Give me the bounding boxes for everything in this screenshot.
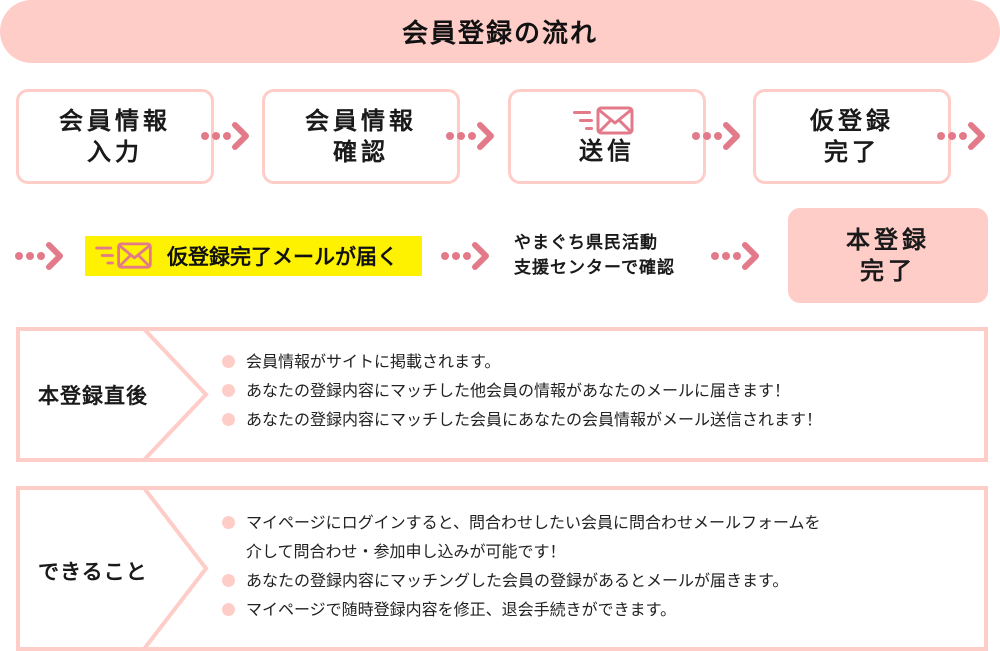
step-full-registration-complete: 本登録 完了 — [788, 208, 988, 303]
dotted-arrow-right-icon — [15, 242, 63, 270]
dotted-arrow-right-icon — [692, 122, 740, 150]
step-label-line: 仮登録 — [810, 106, 894, 135]
info-list: マイページにログインすると、問合わせしたい会員に問合わせメールフォームを 介して… — [222, 508, 821, 624]
dotted-arrow-right-icon — [711, 242, 759, 270]
mail-send-icon — [95, 242, 152, 269]
bullet-dot-icon — [222, 516, 235, 529]
dotted-arrow-right-icon — [937, 122, 985, 150]
step-label-line: 本登録 — [846, 225, 930, 254]
bullet-dot-icon — [222, 413, 235, 426]
step-label-line: 会員情報 — [305, 106, 417, 135]
info-section-what-you-can-do: できること マイページにログインすると、問合わせしたい会員に問合わせメールフォー… — [16, 486, 988, 651]
list-item-text-continued: 介して問合わせ・参加申し込みが可能です！ — [246, 542, 566, 561]
dotted-arrow-right-icon — [441, 242, 489, 270]
bullet-dot-icon — [222, 574, 235, 587]
list-item-text: 会員情報がサイトに掲載されます。 — [246, 352, 501, 371]
info-list: 会員情報がサイトに掲載されます。 あなたの登録内容にマッチした他会員の情報があな… — [222, 347, 822, 434]
step-label-line: 完了 — [824, 137, 880, 166]
step-provisional-registration-complete: 仮登録 完了 — [753, 89, 951, 184]
step-label-line: 入力 — [87, 137, 143, 166]
list-item-text: あなたの登録内容にマッチした他会員の情報があなたのメールに届きます！ — [246, 381, 791, 400]
bullet-dot-icon — [222, 603, 235, 616]
list-item: マイページで随時登録内容を修正、退会手続きができます。 — [222, 595, 821, 624]
confirm-text-line: 支援センターで確認 — [514, 258, 675, 278]
bullet-dot-icon — [222, 355, 235, 368]
list-item: 会員情報がサイトに掲載されます。 — [222, 347, 822, 376]
list-item-text: あなたの登録内容にマッチした会員にあなたの会員情報がメール送信されます！ — [246, 410, 823, 429]
mail-notice-text: 仮登録完了メールが届く — [167, 245, 398, 269]
chevron-divider — [143, 490, 209, 647]
confirm-text-line: やまぐち県民活動 — [514, 233, 658, 253]
mail-send-icon — [573, 106, 634, 135]
section-label: できること — [38, 560, 148, 584]
list-item: マイページにログインすると、問合わせしたい会員に問合わせメールフォームを 介して… — [222, 508, 821, 566]
provisional-mail-notice: 仮登録完了メールが届く — [85, 236, 422, 276]
step-label-line: 送信 — [579, 137, 635, 165]
list-item: あなたの登録内容にマッチした他会員の情報があなたのメールに届きます！ — [222, 376, 822, 405]
list-item-text: マイページにログインすると、問合わせしたい会員に問合わせメールフォームを — [246, 513, 821, 532]
dotted-arrow-right-icon — [446, 122, 494, 150]
list-item: あなたの登録内容にマッチングした会員の登録があるとメールが届きます。 — [222, 566, 821, 595]
step-label-line: 会員情報 — [59, 106, 171, 135]
step-label-line: 完了 — [860, 256, 916, 285]
step-confirm-member-info: 会員情報 確認 — [262, 89, 460, 184]
list-item: あなたの登録内容にマッチした会員にあなたの会員情報がメール送信されます！ — [222, 405, 822, 434]
bullet-dot-icon — [222, 384, 235, 397]
info-section-after-registration: 本登録直後 会員情報がサイトに掲載されます。 あなたの登録内容にマッチした他会員… — [16, 327, 988, 462]
page-title: 会員登録の流れ — [401, 19, 598, 49]
list-item-text: あなたの登録内容にマッチングした会員の登録があるとメールが届きます。 — [246, 571, 789, 590]
step-input-member-info: 会員情報 入力 — [16, 89, 214, 184]
chevron-divider — [143, 331, 209, 458]
list-item-text: マイページで随時登録内容を修正、退会手続きができます。 — [246, 600, 677, 619]
flow-title-banner: 会員登録の流れ — [0, 0, 1000, 63]
dotted-arrow-right-icon — [201, 122, 249, 150]
center-confirmation-text: やまぐち県民活動 支援センターで確認 — [514, 231, 704, 281]
step-label-line: 確認 — [333, 137, 389, 166]
section-label: 本登録直後 — [38, 384, 148, 408]
step-send: 送信 — [508, 89, 706, 184]
